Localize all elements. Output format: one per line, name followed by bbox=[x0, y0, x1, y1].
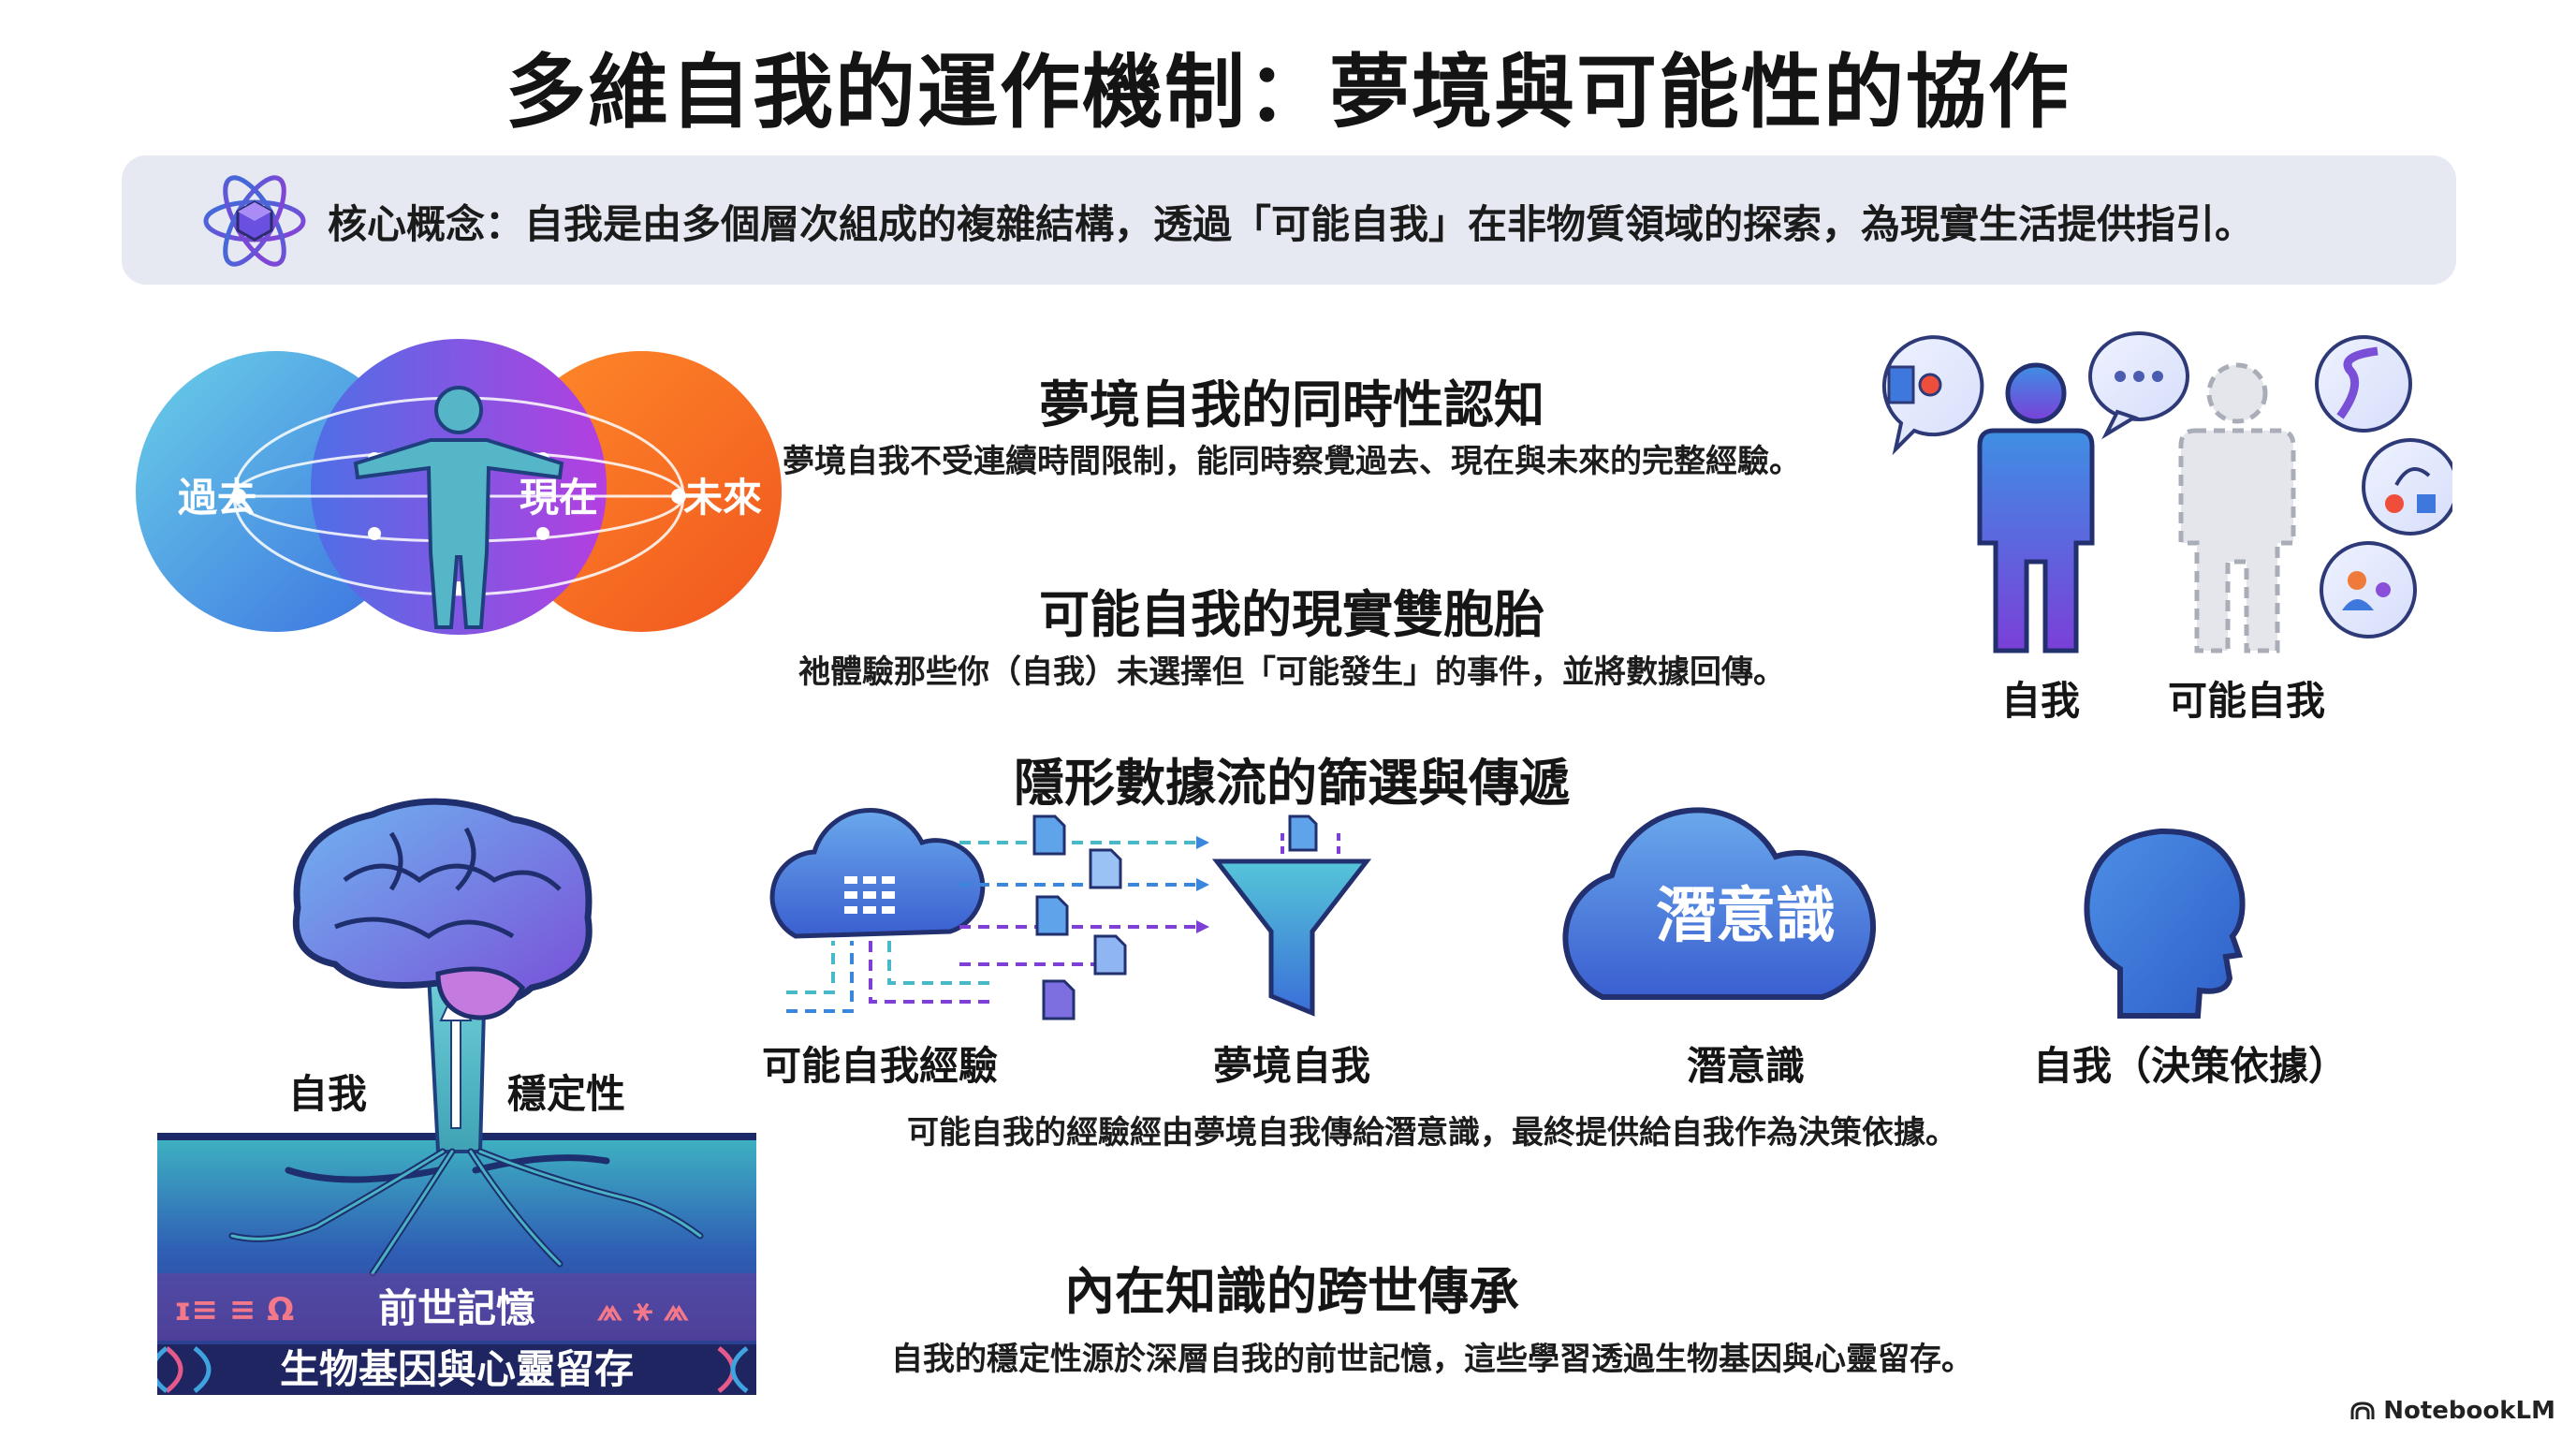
past-life-label: 前世記憶 bbox=[378, 1285, 535, 1331]
past-label: 過去 bbox=[178, 475, 256, 521]
head-profile-icon bbox=[2084, 828, 2246, 1019]
dream-self-label: 夢境自我 bbox=[1212, 1043, 1370, 1089]
document-icon bbox=[1093, 934, 1127, 976]
funnel-filter-icon bbox=[1211, 814, 1372, 1017]
data-flow-diagram: 潛意識 bbox=[769, 807, 2246, 1020]
notebooklm-logo-icon bbox=[2350, 1401, 2375, 1419]
section-desc-data-flow: 可能自我的經驗經由夢境自我傳給潛意識，最終提供給自我作為決策依據。 bbox=[907, 1114, 1957, 1152]
past-life-symbols-right: ⩕ ⚹ ⩕ bbox=[597, 1291, 689, 1328]
self-figure-label: 自我 bbox=[2000, 678, 2080, 724]
dna-helix-icon bbox=[157, 1346, 749, 1393]
subconscious-cloud-text: 潛意識 bbox=[1656, 882, 1836, 951]
present-label: 現在 bbox=[520, 475, 598, 521]
section-desc-possible-twin: 祂體驗那些你（自我）未選擇但「可能發生」的事件，並將數據回傳。 bbox=[798, 653, 1785, 691]
future-label: 未來 bbox=[683, 475, 762, 521]
possible-self-figure-icon bbox=[2178, 362, 2296, 653]
watermark-text: NotebookLM bbox=[2383, 1397, 2555, 1425]
possible-experience-label: 可能自我經驗 bbox=[761, 1043, 998, 1089]
self-figure-icon bbox=[1977, 362, 2095, 653]
speech-dots-bubble-icon bbox=[2088, 331, 2189, 440]
brain-icon bbox=[292, 798, 593, 1020]
choice-arrows-bubble-icon bbox=[2362, 438, 2452, 536]
tree-self-label: 自我 bbox=[287, 1071, 367, 1117]
concept-banner bbox=[122, 155, 2456, 285]
concept-text: 核心概念：自我是由多個層次組成的複雜結構，透過「可能自我」在非物質領域的探索，為… bbox=[328, 201, 2255, 247]
human-figure bbox=[353, 386, 564, 629]
possible-self-figure-label: 可能自我 bbox=[2167, 678, 2325, 724]
section-desc-inner-knowledge: 自我的穩定性源於深層自我的前世記憶，這些學習透過生物基因與心靈留存。 bbox=[891, 1341, 1973, 1378]
past-life-symbols: ɪ≡ ≡ Ω bbox=[174, 1291, 294, 1328]
self-and-possible-self-illustration bbox=[1881, 331, 2452, 653]
decision-label: 自我（決策依據） bbox=[2032, 1043, 2348, 1089]
subconscious-label: 潛意識 bbox=[1686, 1043, 1805, 1089]
timeline-venn-diagram: 過去 現在 未來 bbox=[136, 339, 782, 635]
atom-cube-icon bbox=[203, 175, 306, 267]
section-title-dream-perception: 夢境自我的同時性認知 bbox=[1039, 375, 1544, 434]
notebooklm-watermark: NotebookLM bbox=[2349, 1397, 2555, 1425]
gene-label: 生物基因與心靈留存 bbox=[280, 1346, 634, 1392]
section-title-data-flow: 隱形數據流的篩選與傳遞 bbox=[1014, 754, 1570, 813]
door-exit-bubble-icon bbox=[1881, 335, 1984, 456]
brain-roots-illustration: ɪ≡ ≡ Ω ⩕ ⚹ ⩕ 前世記憶 生物基因與心靈留存 bbox=[157, 798, 756, 1395]
section-title-inner-knowledge: 內在知識的跨世傳承 bbox=[1064, 1262, 1519, 1321]
possible-experience-cloud-icon bbox=[769, 808, 986, 939]
section-desc-dream-perception: 夢境自我不受連續時間限制，能同時察覺過去、現在與未來的完整經驗。 bbox=[783, 443, 1801, 480]
subconscious-cloud-icon: 潛意識 bbox=[1562, 807, 1876, 1000]
page-title: 多維自我的運作機制：夢境與可能性的協作 bbox=[505, 46, 2071, 139]
document-icon bbox=[1042, 979, 1076, 1020]
people-bubble-icon bbox=[2320, 541, 2417, 638]
document-icon bbox=[1089, 848, 1122, 889]
document-icon bbox=[1032, 814, 1066, 856]
road-path-bubble-icon bbox=[2315, 335, 2412, 433]
tree-stability-label: 穩定性 bbox=[506, 1071, 625, 1117]
document-icon bbox=[1035, 895, 1069, 936]
section-title-possible-twin: 可能自我的現實雙胞胎 bbox=[1039, 585, 1544, 644]
